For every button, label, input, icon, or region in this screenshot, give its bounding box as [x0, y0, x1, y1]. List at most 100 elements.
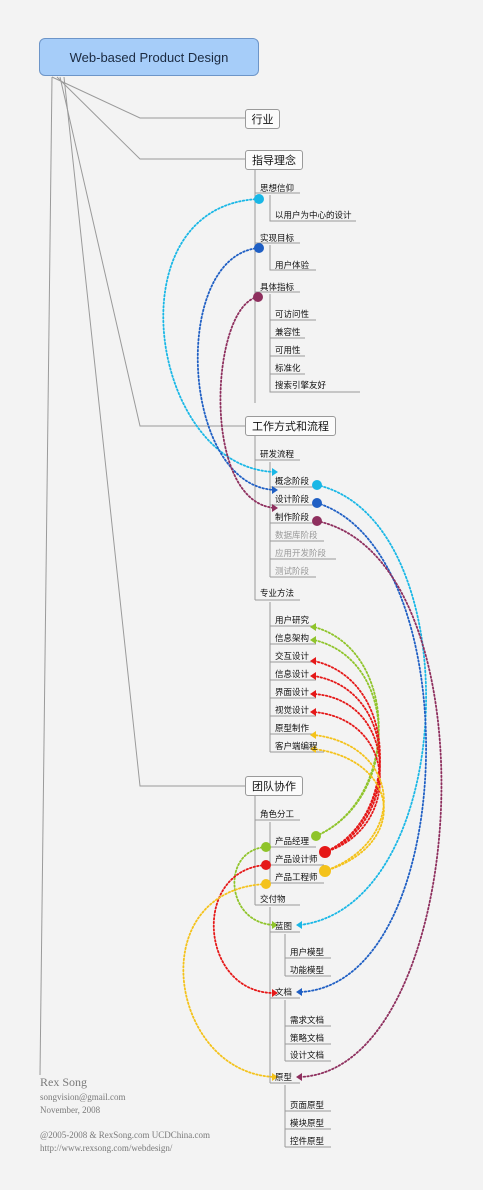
node-process: 研发流程 [260, 450, 295, 460]
author-email: songvision@gmail.com [40, 1092, 126, 1102]
relation-arc [182, 883, 277, 1078]
relation-arc [219, 296, 277, 509]
node-document-item: 设计文档 [290, 1051, 325, 1061]
relation-dot [312, 516, 322, 526]
relation-arc [299, 520, 443, 1078]
relation-arc [162, 198, 277, 473]
tree-branch-line [269, 245, 316, 271]
arrow-head [272, 1073, 278, 1081]
branch-philosophy: 指导理念 [245, 150, 303, 170]
relation-dot [319, 865, 331, 877]
tree-branch-line [51, 76, 245, 119]
node-goal-item: 用户体验 [275, 261, 310, 271]
branch-workflow: 工作方式和流程 [245, 416, 336, 436]
node-stage: 设计阶段 [275, 495, 310, 505]
node-metric: 搜索引擎友好 [275, 381, 327, 391]
relation-dot [261, 879, 271, 889]
tree-branch-line [269, 195, 356, 222]
tree-branch-line [269, 294, 360, 393]
node-deliverables: 交付物 [260, 895, 286, 905]
node-method: 客户端编程 [275, 742, 318, 752]
node-method: 界面设计 [275, 688, 310, 698]
arrow-head [310, 657, 316, 665]
copyright: @2005-2008 & RexSong.com UCDChina.com [40, 1130, 211, 1140]
branch-industry: 行业 [245, 109, 280, 129]
relation-dot [254, 194, 264, 204]
relation-arc [313, 693, 381, 853]
node-metrics: 具体指标 [260, 283, 295, 293]
node-stage: 概念阶段 [275, 477, 310, 487]
arrow-head [310, 731, 316, 739]
relation-arc [313, 734, 385, 872]
relation-arc [313, 626, 380, 837]
tree-branch-line [63, 76, 245, 787]
author-date: November, 2008 [40, 1105, 101, 1115]
node-method: 信息架构 [275, 634, 310, 644]
node-prototype-item: 页面原型 [290, 1101, 325, 1111]
relation-dot [312, 480, 322, 490]
relation-arc [299, 484, 427, 926]
arrow-head [272, 486, 278, 494]
arrow-head [272, 504, 278, 512]
node-metric: 标准化 [275, 364, 301, 374]
node-prototype-item: 模块原型 [290, 1119, 325, 1129]
node-belief: 思想信仰 [260, 184, 295, 194]
node-metric: 兼容性 [275, 328, 301, 338]
node-stage: 制作阶段 [275, 513, 310, 523]
node-document-item: 需求文档 [290, 1016, 325, 1026]
arrow-head [310, 708, 316, 716]
node-method: 交互设计 [275, 652, 310, 662]
node-blueprint: 蓝图 [275, 922, 293, 932]
node-prototype: 原型 [275, 1073, 293, 1083]
node-document: 文档 [275, 988, 293, 998]
node-belief-item: 以用户为中心的设计 [275, 211, 352, 221]
relation-dot [319, 846, 331, 858]
node-method: 用户研究 [275, 616, 310, 626]
node-document-item: 策略文档 [290, 1034, 325, 1044]
arrow-head [310, 745, 316, 753]
relation-arc [299, 502, 427, 993]
relation-arc [313, 675, 381, 853]
relation-arc [233, 846, 277, 926]
relation-dot [261, 860, 271, 870]
node-blueprint-item: 功能模型 [290, 966, 325, 976]
relation-dot [253, 292, 263, 302]
tree-branch-line [56, 76, 245, 160]
arrow-head [296, 921, 302, 929]
relation-arc [313, 748, 385, 872]
branch-team: 团队协作 [245, 776, 303, 796]
relation-arc [196, 247, 277, 491]
node-stage: 应用开发阶段 [275, 549, 327, 559]
author-name: Rex Song [40, 1075, 88, 1089]
node-metric: 可访问性 [275, 310, 310, 320]
relation-arc [212, 864, 277, 994]
tree-branch-line [59, 76, 245, 427]
node-stage: 数据库阶段 [275, 531, 318, 541]
relation-dot [261, 842, 271, 852]
tree-branch-line [39, 76, 53, 1076]
arrow-head [310, 690, 316, 698]
node-methods: 专业方法 [260, 589, 295, 599]
arrow-head [310, 623, 316, 631]
root-node: Web-based Product Design [39, 38, 259, 76]
relation-arc [313, 639, 380, 837]
arrow-head [272, 921, 278, 929]
author-url: http://www.rexsong.com/webdesign/ [40, 1143, 173, 1153]
node-metric: 可用性 [275, 346, 301, 356]
arrow-head [296, 988, 302, 996]
arrow-head [296, 1073, 302, 1081]
node-role: 产品工程师 [275, 873, 318, 883]
arrow-head [310, 672, 316, 680]
arrow-head [310, 636, 316, 644]
arrow-head [272, 989, 278, 997]
node-roles: 角色分工 [260, 810, 295, 820]
node-blueprint-item: 用户模型 [290, 948, 325, 958]
node-role: 产品经理 [275, 837, 310, 847]
node-method: 视觉设计 [275, 706, 310, 716]
node-prototype-item: 控件原型 [290, 1137, 325, 1147]
relation-arc [313, 711, 381, 853]
relation-dot [312, 498, 322, 508]
node-method: 信息设计 [275, 670, 310, 680]
node-role: 产品设计师 [275, 855, 318, 865]
